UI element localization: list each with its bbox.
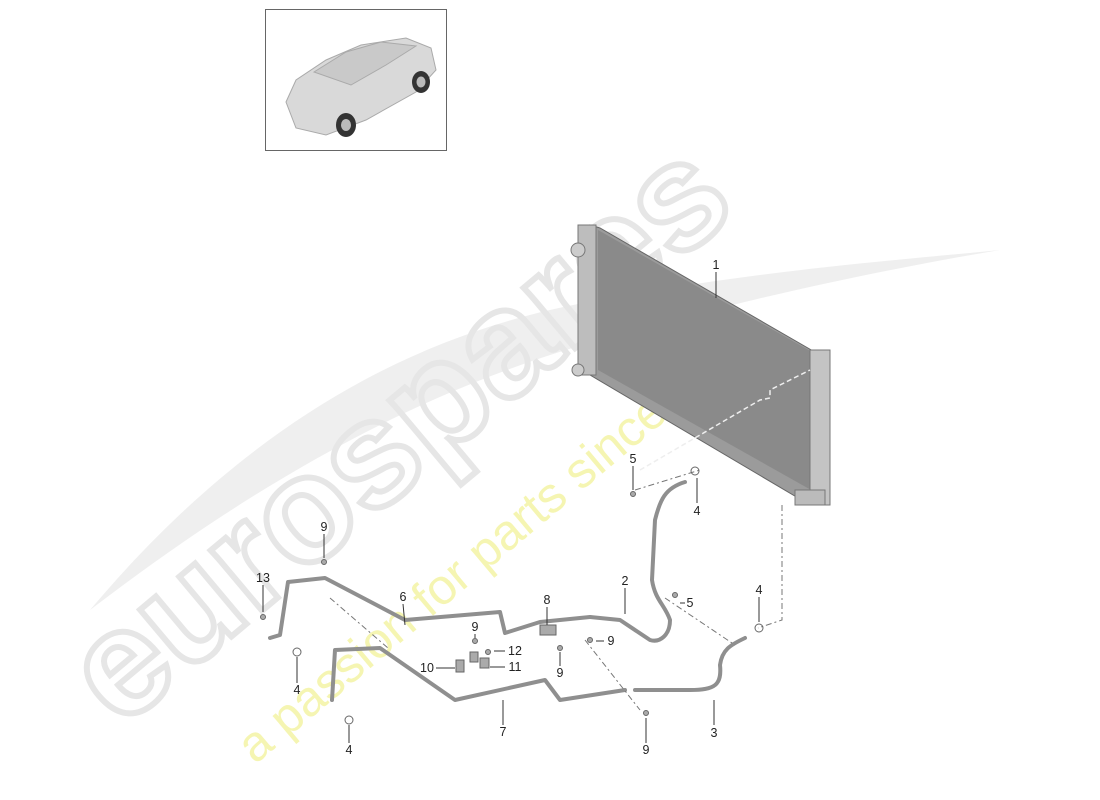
coolant-lines	[268, 480, 747, 702]
callout-13[interactable]: 13	[256, 570, 270, 585]
callout-12[interactable]: 12	[508, 643, 522, 658]
callout-3[interactable]: 3	[710, 725, 718, 740]
callout-2[interactable]: 2	[621, 573, 629, 588]
pipe-7	[330, 646, 627, 702]
callout-7[interactable]: 7	[499, 724, 507, 739]
assembly-lines	[329, 469, 783, 711]
callout-10[interactable]: 10	[420, 660, 434, 675]
callout-4[interactable]: 4	[345, 742, 353, 757]
vehicle-icon	[285, 37, 437, 137]
callout-9[interactable]: 9	[642, 742, 650, 757]
small-parts	[260, 466, 764, 725]
watermark-swoosh	[90, 250, 1000, 610]
callout-9[interactable]: 9	[320, 519, 328, 534]
line-3	[633, 636, 747, 692]
line-2	[588, 480, 687, 643]
callout-4[interactable]: 4	[693, 503, 701, 518]
callout-4[interactable]: 4	[755, 582, 763, 597]
vehicle-thumbnail	[265, 9, 447, 151]
callout-9[interactable]: 9	[471, 619, 479, 634]
callout-1[interactable]: 1	[712, 257, 720, 272]
callout-8[interactable]: 8	[543, 592, 551, 607]
callout-9[interactable]: 9	[556, 665, 564, 680]
callout-9[interactable]: 9	[607, 633, 615, 648]
callout-5[interactable]: 5	[686, 595, 694, 610]
callout-11[interactable]: 11	[508, 659, 522, 674]
callout-6[interactable]: 6	[399, 589, 407, 604]
radiator	[570, 224, 831, 506]
leader-lines	[262, 272, 760, 743]
callout-5[interactable]: 5	[629, 451, 637, 466]
callout-4[interactable]: 4	[293, 682, 301, 697]
